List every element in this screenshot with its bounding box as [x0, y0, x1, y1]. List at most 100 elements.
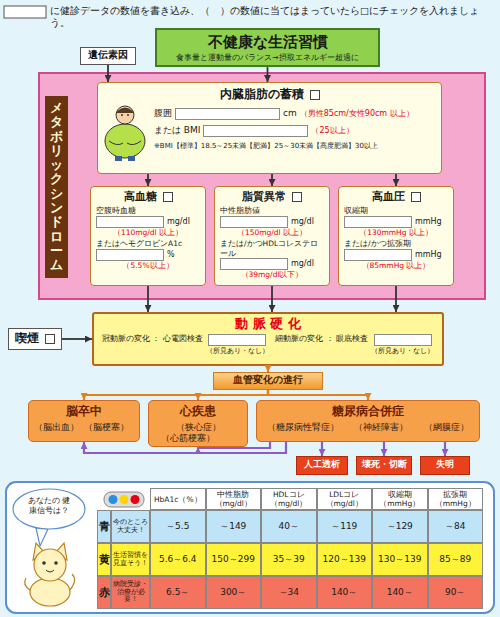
unit-text: %	[167, 250, 175, 260]
table-header: 拡張期（mmHg）	[428, 488, 484, 510]
arrow-connector	[62, 338, 92, 340]
speech-bubble: あなたの 健康信号は？	[12, 488, 86, 530]
row-signal: 青	[97, 510, 111, 543]
text-row: （39mg/dl以下）	[220, 270, 324, 279]
bubble-tail	[36, 528, 48, 546]
table-cell: 5.6～6.4	[150, 543, 206, 576]
label-text: 不健康な生活習慣	[208, 33, 328, 52]
text-row: （5.5%以上）	[96, 261, 200, 270]
label-text: 細動脈の変化 ： 眼底検査	[275, 334, 368, 344]
label-text: （所見あり・なし）	[206, 347, 269, 356]
check-box	[163, 192, 173, 202]
text-row: 喫煙	[12, 331, 58, 346]
row-signal: 黄	[97, 543, 111, 576]
label-text: 遺伝素因	[88, 49, 128, 62]
table-header: HbA1c（%）	[150, 488, 206, 510]
input-blank	[203, 125, 308, 137]
table-cell: 150～299	[206, 543, 262, 576]
text-row: ※BMI【標準】18.5～25未満【肥満】25～30未満【高度肥満】30以上	[104, 142, 435, 151]
text-row: 脳卒中	[33, 404, 135, 419]
threshold-text: （130mmHg 以上）	[359, 228, 433, 237]
text-row: 壊死・切断	[359, 459, 409, 470]
input-blank	[220, 216, 288, 228]
label-text: （脳出血）	[34, 422, 79, 433]
text-row: mg/dl	[220, 216, 324, 228]
label-text: （狭心症）	[176, 422, 221, 433]
vertical-label: メタボリックシンドローム	[45, 96, 68, 278]
text-row: 食事量と運動量のバランス→摂取エネルギー超過に	[161, 53, 374, 62]
text-row: 遺伝素因	[83, 49, 133, 62]
arrow-connector	[198, 390, 268, 400]
table-cell: 300～	[206, 576, 262, 609]
table-header: LDLコレ（mg/dl）	[317, 488, 373, 510]
box-heading: 脳卒中	[66, 404, 102, 419]
criteria-box: 内臓脂肪の蓄積腹囲cm（男性85cm/女性90cm 以上）または BMI（25以…	[97, 82, 442, 174]
signal-panel	[6, 482, 494, 613]
outcome-box: 失明	[420, 456, 470, 475]
cat-illustration	[25, 543, 75, 606]
factor-box: 喫煙	[8, 328, 62, 350]
label-text: 冠動脈の変化 ： 心電図検査	[102, 334, 203, 344]
label-text: 人工透析	[304, 459, 340, 470]
arrow-connector	[444, 442, 446, 456]
text-row: またはヘモグロビンA1c	[96, 239, 200, 248]
text-row: 失明	[423, 459, 467, 470]
input-blank	[344, 249, 412, 261]
criteria-box: 脂質異常中性脂肪値mg/dl（150mg/dl 以上）または/かつHDLコレステ…	[214, 186, 330, 286]
table-cell: 90～	[428, 576, 484, 609]
text-row: 不健康な生活習慣	[161, 33, 374, 52]
text-row: （110mg/dl 以上）	[96, 228, 200, 237]
text-row: mg/dl	[96, 216, 200, 228]
text-row: 高血糖	[96, 190, 200, 204]
box-heading: 糖尿病合併症	[332, 404, 404, 419]
row-signal: 赤	[97, 576, 111, 609]
text-row: または/かつ拡張期	[344, 239, 448, 248]
text-row: あなたの 健康信号は？	[24, 496, 74, 516]
text-group: （所見あり・なし）	[371, 334, 434, 356]
table-cell: ～84	[428, 510, 484, 543]
text-row: （150mg/dl 以上）	[220, 228, 324, 237]
text-row: mmHg	[344, 216, 448, 228]
label-text: 失明	[436, 459, 454, 470]
note-text: ※BMI【標準】18.5～25未満【肥満】25～30未満【高度肥満】30以上	[154, 142, 378, 151]
text-row: （糖尿病性腎症）（神経障害）（網膜症）	[261, 422, 475, 433]
label-text: 喫煙	[15, 331, 39, 346]
threshold-text: （5.5%以上）	[122, 261, 173, 270]
text-row: （130mmHg 以上）	[344, 228, 448, 237]
obese-man-illustration	[103, 103, 147, 161]
text-row: mg/dl	[220, 258, 324, 270]
label-text: 収縮期	[344, 206, 368, 216]
text-row: 糖尿病合併症	[261, 404, 475, 419]
label-text: あなたの 健康信号は？	[24, 496, 74, 516]
table-cell: 85～89	[428, 543, 484, 576]
criteria-box: 高血糖空腹時血糖mg/dl（110mg/dl 以上）またはヘモグロビンA1c%（…	[90, 186, 206, 286]
text-row: mmHg	[344, 249, 448, 261]
text-row: %	[96, 249, 200, 261]
check-box	[411, 192, 421, 202]
input-blank	[208, 334, 266, 346]
label-text: （網膜症）	[424, 422, 469, 433]
unit-text: mg/dl	[291, 217, 314, 227]
arrow-connector	[383, 442, 385, 456]
input-blank	[175, 108, 280, 120]
text-group: 冠動脈の変化 ： 心電図検査（所見あり・なし）	[102, 334, 269, 356]
threshold-text: （39mg/dl以下）	[241, 270, 304, 279]
threshold-text: （150mg/dl 以上）	[237, 228, 307, 237]
input-blank	[96, 216, 164, 228]
box-heading: 脂質異常	[242, 190, 286, 204]
blank-field	[4, 6, 46, 18]
text-row: 腹囲cm（男性85cm/女性90cm 以上）	[104, 108, 435, 120]
label-text: 血管変化の進行	[233, 374, 303, 386]
progression-band: 血管変化の進行	[213, 372, 323, 390]
check-box	[292, 192, 302, 202]
text-row: （脳出血）（脳梗塞）	[33, 422, 135, 433]
text-row: 内臓脂肪の蓄積	[104, 87, 435, 102]
syndrome-region: メタボリックシンドローム 内臓脂肪の蓄積腹囲cm（男性85cm/女性90cm 以…	[38, 72, 486, 300]
table-header: 収縮期（mmHg）	[372, 488, 428, 510]
text-row: または/かつHDLコレステロール	[220, 239, 324, 258]
text-row: 冠動脈の変化 ： 心電図検査（所見あり・なし）細動脈の変化 ： 眼底検査（所見あ…	[100, 334, 436, 356]
table-cell: ～129	[372, 510, 428, 543]
table-cell: 120～139	[317, 543, 373, 576]
table-cell: 6.5～	[150, 576, 206, 609]
box-heading: 高血糖	[124, 190, 157, 204]
